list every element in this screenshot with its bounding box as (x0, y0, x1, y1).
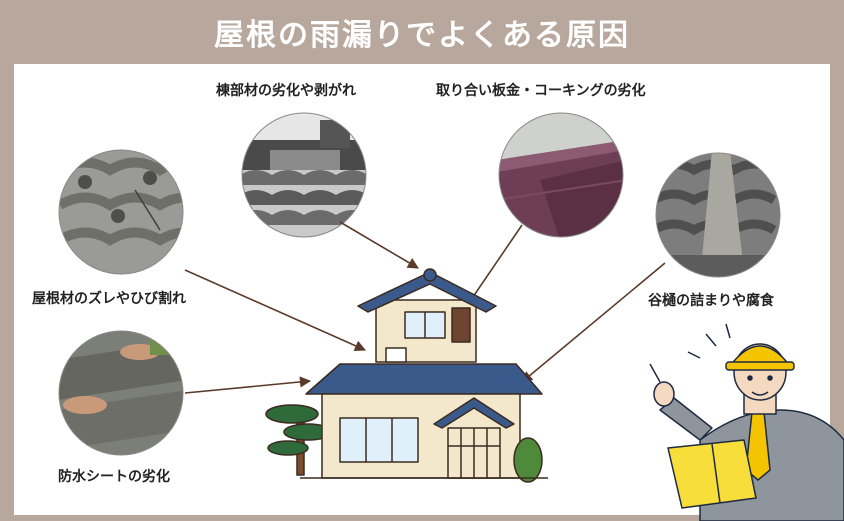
arrow-ridge (339, 221, 419, 269)
cause-label-tiles: 屋根材のズレやひび割れ (32, 291, 186, 307)
tile-photo (58, 149, 184, 275)
cause-label-flashing: 取り合い板金・コーキングの劣化 (436, 83, 646, 99)
worker-illustration (649, 323, 844, 521)
ridge-photo (241, 112, 367, 238)
arrow-valley (521, 262, 666, 383)
arrow-tiles (184, 269, 367, 352)
arrow-sheet (184, 376, 312, 394)
title-bar: 屋根の雨漏りでよくある原因 (0, 0, 844, 64)
page-title: 屋根の雨漏りでよくある原因 (214, 18, 630, 53)
cause-label-sheet: 防水シートの劣化 (58, 469, 170, 485)
valley-photo (655, 152, 781, 278)
cause-label-ridge: 棟部材の劣化や剥がれ (216, 83, 356, 99)
house-illustration (265, 268, 548, 483)
clipboard-icon (667, 439, 757, 509)
sheet-photo (58, 330, 184, 456)
arrows (184, 221, 666, 394)
flashing-photo (498, 112, 624, 238)
cause-label-valley: 谷樋の詰まりや腐食 (648, 293, 774, 309)
pine-tree (265, 404, 333, 476)
